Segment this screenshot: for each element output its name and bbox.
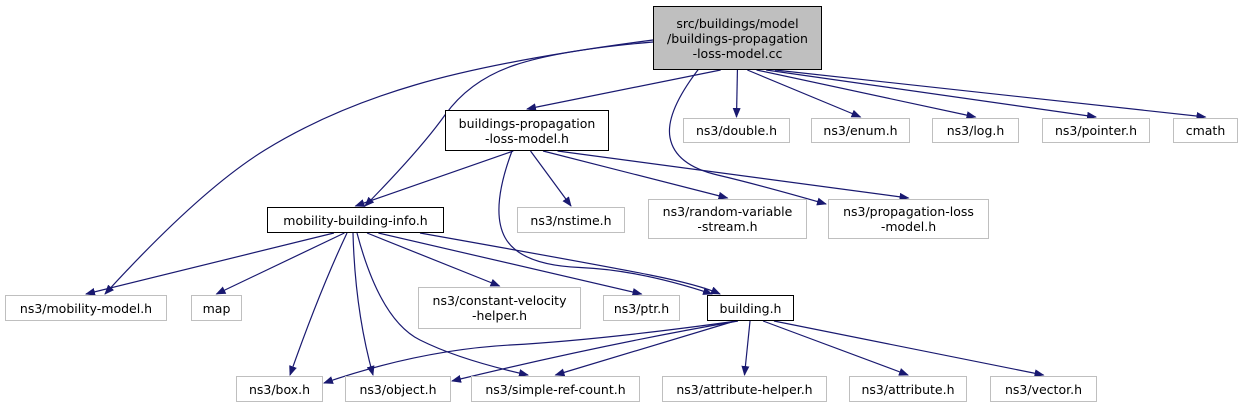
edge-root-to-enum-h (747, 69, 862, 118)
edge-root-to-cmath (774, 69, 1207, 120)
node-mobility-model-h[interactable]: ns3/mobility-model.h (5, 295, 167, 321)
edge-mbi-h-to-ptr-h (378, 232, 643, 296)
edge-building-h-to-box-h (323, 320, 738, 384)
edge-root-to-plm-h (668, 60, 827, 206)
node-mobility-building-info-h[interactable]: mobility-building-info.h (267, 207, 444, 233)
edge-root-to-bplm-h (526, 69, 721, 112)
edge-mbi-h-to-mobility-model-h (85, 232, 335, 296)
node-double-h[interactable]: ns3/double.h (683, 118, 790, 143)
node-nstime-h[interactable]: ns3/nstime.h (517, 207, 625, 233)
node-bplm-h[interactable]: buildings-propagation -loss-model.h (445, 110, 609, 151)
edge-mbi-h-to-map (215, 232, 345, 295)
edge-bplm-h-to-plm-h (557, 150, 910, 201)
edge-mbi-h-to-building-h (419, 232, 721, 295)
edge-building-h-to-object-h (451, 320, 739, 383)
node-object-h[interactable]: ns3/object.h (345, 376, 451, 402)
edge-root-to-pointer-h (766, 69, 1097, 120)
edge-mbi-h-to-object-h (352, 232, 375, 376)
edge-building-h-to-vector-h (773, 320, 1045, 378)
node-simple-ref-count-h[interactable]: ns3/simple-ref-count.h (471, 376, 640, 402)
edge-mbi-h-to-box-h (289, 232, 348, 376)
edge-root-to-mobility-model-h (104, 39, 654, 295)
edge-building-h-to-src-h (554, 320, 736, 377)
node-constant-velocity-helper-h[interactable]: ns3/constant-velocity -helper.h (418, 287, 581, 329)
node-enum-h[interactable]: ns3/enum.h (811, 118, 910, 143)
edge-mbi-h-to-cvh-h (366, 232, 501, 287)
edge-root-to-double-h (732, 69, 741, 118)
node-log-h[interactable]: ns3/log.h (932, 118, 1019, 143)
edge-bplm-h-to-nstime-h (530, 150, 572, 207)
node-attribute-helper-h[interactable]: ns3/attribute-helper.h (662, 376, 827, 402)
node-propagation-loss-model-h[interactable]: ns3/propagation-loss -model.h (828, 199, 989, 239)
node-cmath[interactable]: cmath (1173, 118, 1238, 143)
node-pointer-h[interactable]: ns3/pointer.h (1042, 118, 1150, 143)
edge-root-to-log-h (756, 69, 977, 120)
node-root[interactable]: src/buildings/model /buildings-propagati… (653, 6, 822, 70)
edge-bplm-h-to-rvs-h (542, 150, 729, 200)
edge-building-h-to-attribute-h (762, 320, 909, 376)
edge-building-h-to-attr-helper-h (741, 320, 751, 376)
node-box-h[interactable]: ns3/box.h (236, 376, 323, 402)
node-ptr-h[interactable]: ns3/ptr.h (603, 295, 680, 321)
node-attribute-h[interactable]: ns3/attribute.h (849, 376, 967, 402)
edge-bplm-h-to-mbi-h (354, 150, 514, 207)
node-random-variable-stream-h[interactable]: ns3/random-variable -stream.h (648, 199, 807, 239)
node-vector-h[interactable]: ns3/vector.h (990, 376, 1097, 402)
edge-bplm-h-to-building-h (498, 150, 713, 295)
node-map[interactable]: map (191, 295, 242, 321)
node-building-h[interactable]: building.h (707, 295, 794, 321)
edge-mbi-h-to-src-h (356, 232, 529, 377)
